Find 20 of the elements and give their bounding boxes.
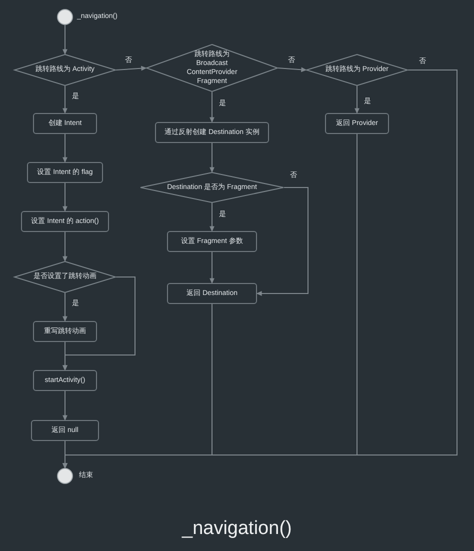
arrow [210, 202, 214, 232]
arrow [62, 292, 68, 322]
arrow [210, 92, 214, 122]
arrow [62, 134, 68, 162]
arrow [62, 390, 68, 420]
arrow [278, 67, 306, 72]
arrow [62, 70, 458, 468]
arrow [210, 252, 214, 284]
arrow [62, 276, 136, 370]
arrow [116, 66, 146, 71]
diagram-title: _navigation() [182, 517, 292, 541]
arrow [256, 187, 308, 296]
end-circle [57, 468, 73, 484]
arrow [62, 232, 68, 262]
arrow [210, 142, 214, 172]
arrow [62, 24, 68, 54]
arrow [354, 86, 360, 114]
arrow [62, 182, 68, 212]
arrow [62, 86, 68, 114]
start-circle [57, 9, 73, 25]
